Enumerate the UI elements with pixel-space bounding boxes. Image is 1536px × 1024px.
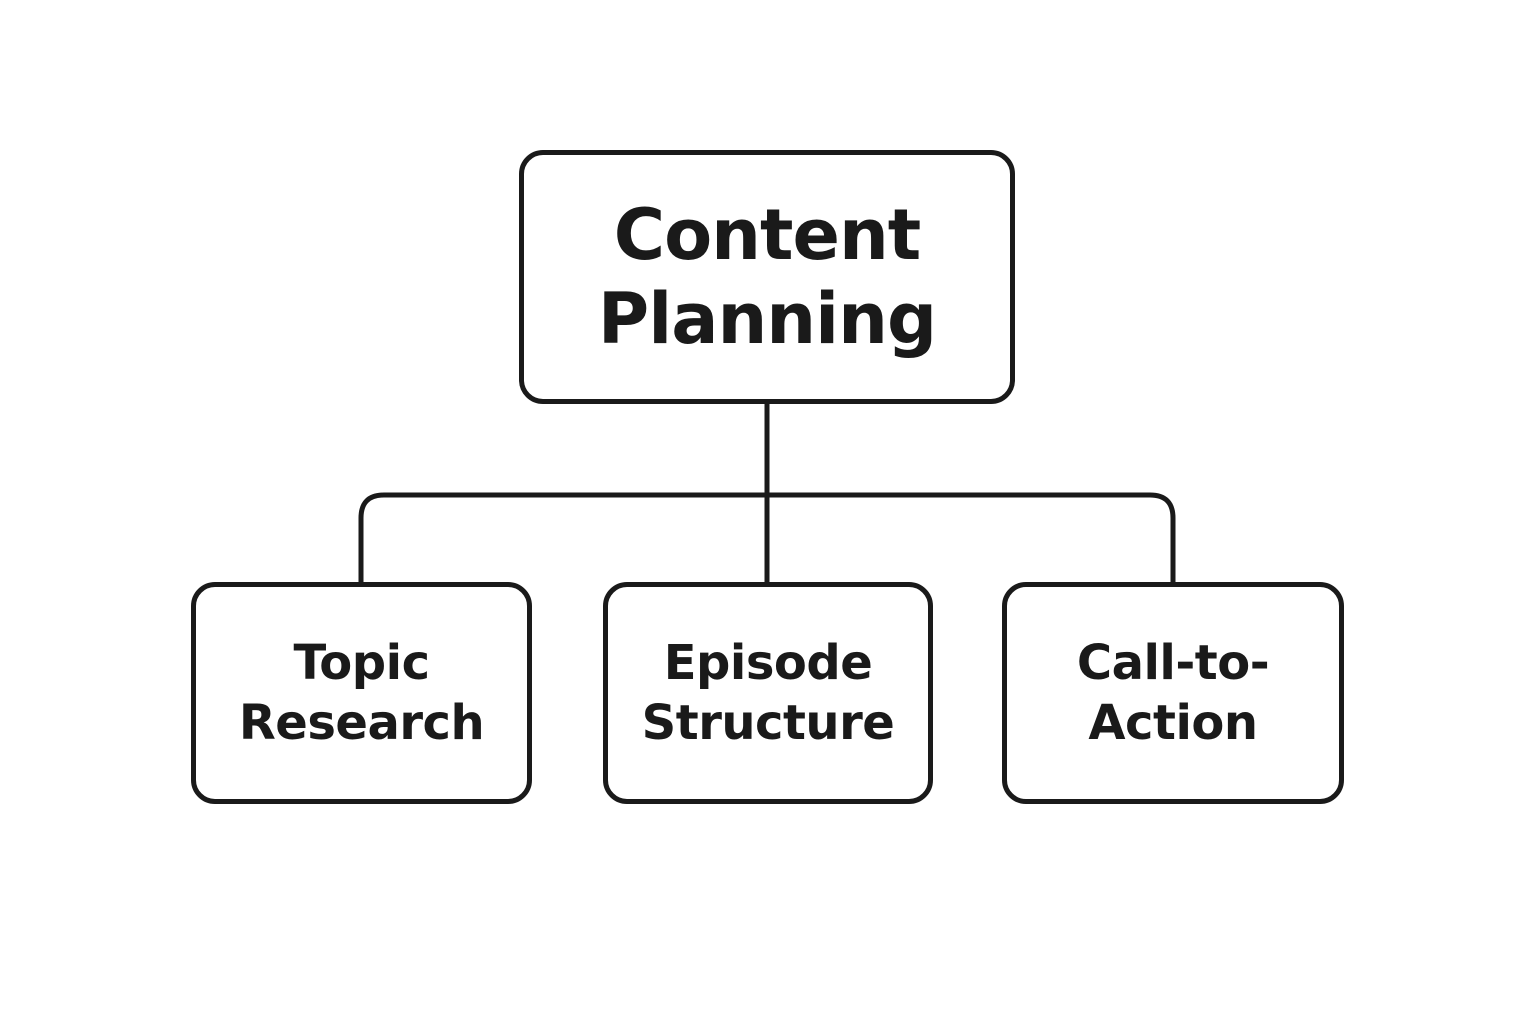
child-node-label: Call-to- Action xyxy=(1076,633,1270,753)
child-node-label: Episode Structure xyxy=(642,633,895,753)
child-label-line-1: Call-to- xyxy=(1076,635,1270,691)
child-node-topic-research: Topic Research xyxy=(191,582,532,804)
child-node-label: Topic Research xyxy=(238,633,485,753)
child-label-line-1: Topic xyxy=(293,635,430,691)
root-label-line-2: Planning xyxy=(597,278,937,360)
child-label-line-2: Research xyxy=(238,695,485,751)
child-label-line-1: Episode xyxy=(663,635,873,691)
child-node-episode-structure: Episode Structure xyxy=(603,582,933,804)
root-node-label: Content Planning xyxy=(597,193,937,361)
child-node-call-to-action: Call-to- Action xyxy=(1002,582,1344,804)
root-label-line-1: Content xyxy=(613,194,922,276)
child-label-line-2: Structure xyxy=(641,695,895,751)
root-node-content-planning: Content Planning xyxy=(519,150,1015,404)
child-label-line-2: Action xyxy=(1088,695,1258,751)
branch-connector xyxy=(358,492,1176,582)
